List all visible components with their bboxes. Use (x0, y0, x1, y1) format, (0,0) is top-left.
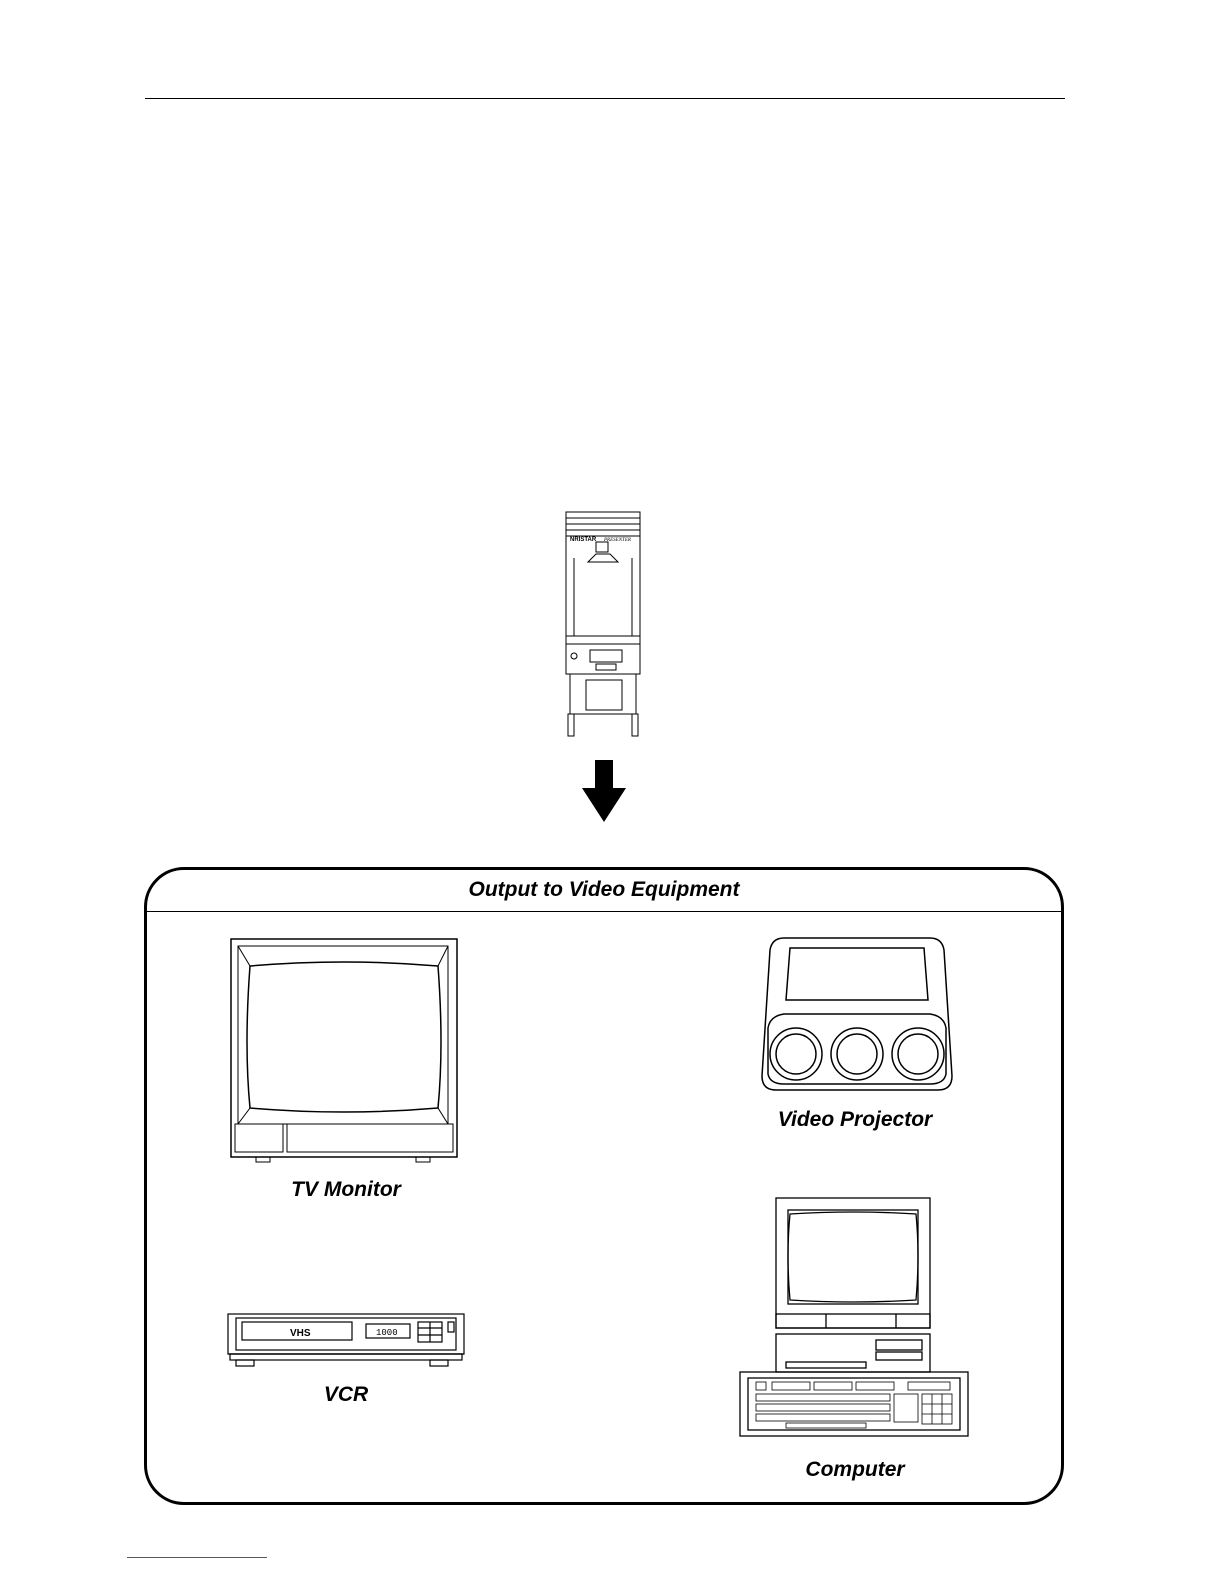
presenter-model: PRESENTER (603, 538, 631, 543)
panel-title: Output to Video Equipment (147, 878, 1061, 902)
vcr-tape-label: VHS (290, 1328, 311, 1339)
vcr-display: 1000 (376, 1328, 398, 1338)
video-projector-label: Video Projector (725, 1108, 985, 1132)
panel-header: Output to Video Equipment (147, 870, 1061, 912)
computer-icon (736, 1196, 972, 1440)
presenter-brand: NRISTAR (570, 537, 597, 543)
video-projector-icon (760, 936, 954, 1094)
vcr-label: VCR (216, 1383, 476, 1407)
presenter-unit-icon: NRISTAR PRESENTER (560, 510, 646, 740)
tv-monitor-icon (228, 936, 460, 1166)
down-arrow-icon (580, 760, 628, 824)
computer-label: Computer (725, 1458, 985, 1482)
footer-link-underline (127, 1557, 267, 1558)
vcr-icon: VHS 1000 (226, 1310, 466, 1372)
top-rule (145, 98, 1065, 99)
tv-monitor-label: TV Monitor (216, 1178, 476, 1202)
